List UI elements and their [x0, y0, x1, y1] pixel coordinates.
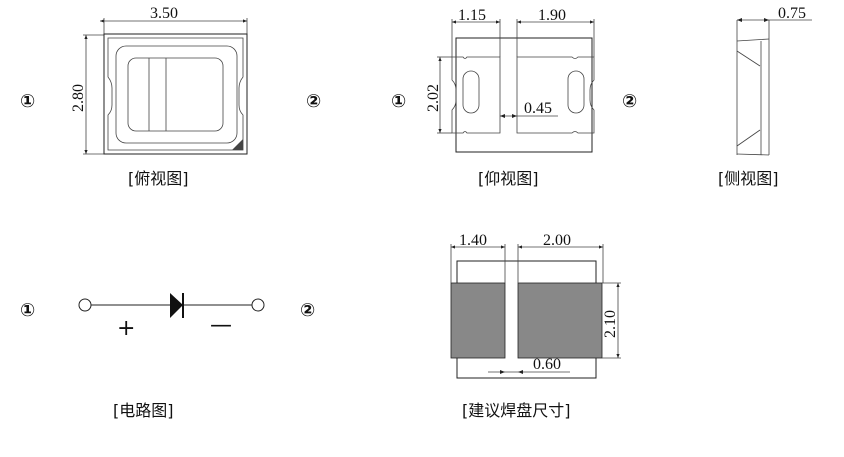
cathode-mark — [232, 139, 243, 150]
bottom-view: 1.15 1.90 2.02 0.45 [仰视图] ① ② — [391, 7, 637, 188]
pin2-marker: ② — [300, 300, 315, 321]
bottom-view-caption: [仰视图] — [478, 169, 539, 188]
pad-right-dim: 2.00 — [543, 232, 571, 249]
bottom-gap-dim: 0.45 — [524, 100, 552, 117]
diode-icon — [170, 293, 183, 318]
pin1-marker: ① — [391, 91, 406, 112]
top-width-dim: 3.50 — [150, 5, 178, 22]
circuit-caption: [电路图] — [113, 401, 174, 420]
anode-plus: + — [117, 316, 135, 341]
pad-height-dim: 2.10 — [602, 310, 619, 338]
lens — [127, 57, 224, 132]
pad-layout-caption: [建议焊盘尺寸] — [462, 401, 571, 420]
pin1-marker: ① — [20, 91, 35, 112]
side-view: 0.75 [侧视图] — [718, 5, 812, 188]
pad-left — [450, 282, 506, 359]
bottom-height-dim: 2.02 — [425, 84, 442, 112]
circuit-diagram: + — [电路图] ① ② — [20, 293, 315, 420]
pin2-marker: ② — [622, 91, 637, 112]
side-view-caption: [侧视图] — [718, 169, 779, 188]
pad-gap-dim: 0.60 — [533, 356, 561, 373]
package-outline — [103, 33, 248, 155]
solder-pad-layout: 1.40 2.00 2.10 0.60 [建议焊盘尺寸] — [450, 232, 621, 420]
pin2-marker: ② — [306, 91, 321, 112]
pad-right — [517, 282, 603, 359]
top-view: 3.50 2.80 [俯视图] ① ② — [20, 5, 321, 188]
top-height-dim: 2.80 — [70, 84, 87, 112]
cathode-minus: — — [210, 313, 232, 338]
pad-left-dim: 1.40 — [459, 232, 487, 249]
side-thickness-dim: 0.75 — [778, 5, 806, 22]
bottom-left-dim: 1.15 — [458, 7, 486, 24]
pin1-marker: ① — [20, 300, 35, 321]
bottom-right-dim: 1.90 — [538, 7, 566, 24]
top-view-caption: [俯视图] — [128, 169, 189, 188]
